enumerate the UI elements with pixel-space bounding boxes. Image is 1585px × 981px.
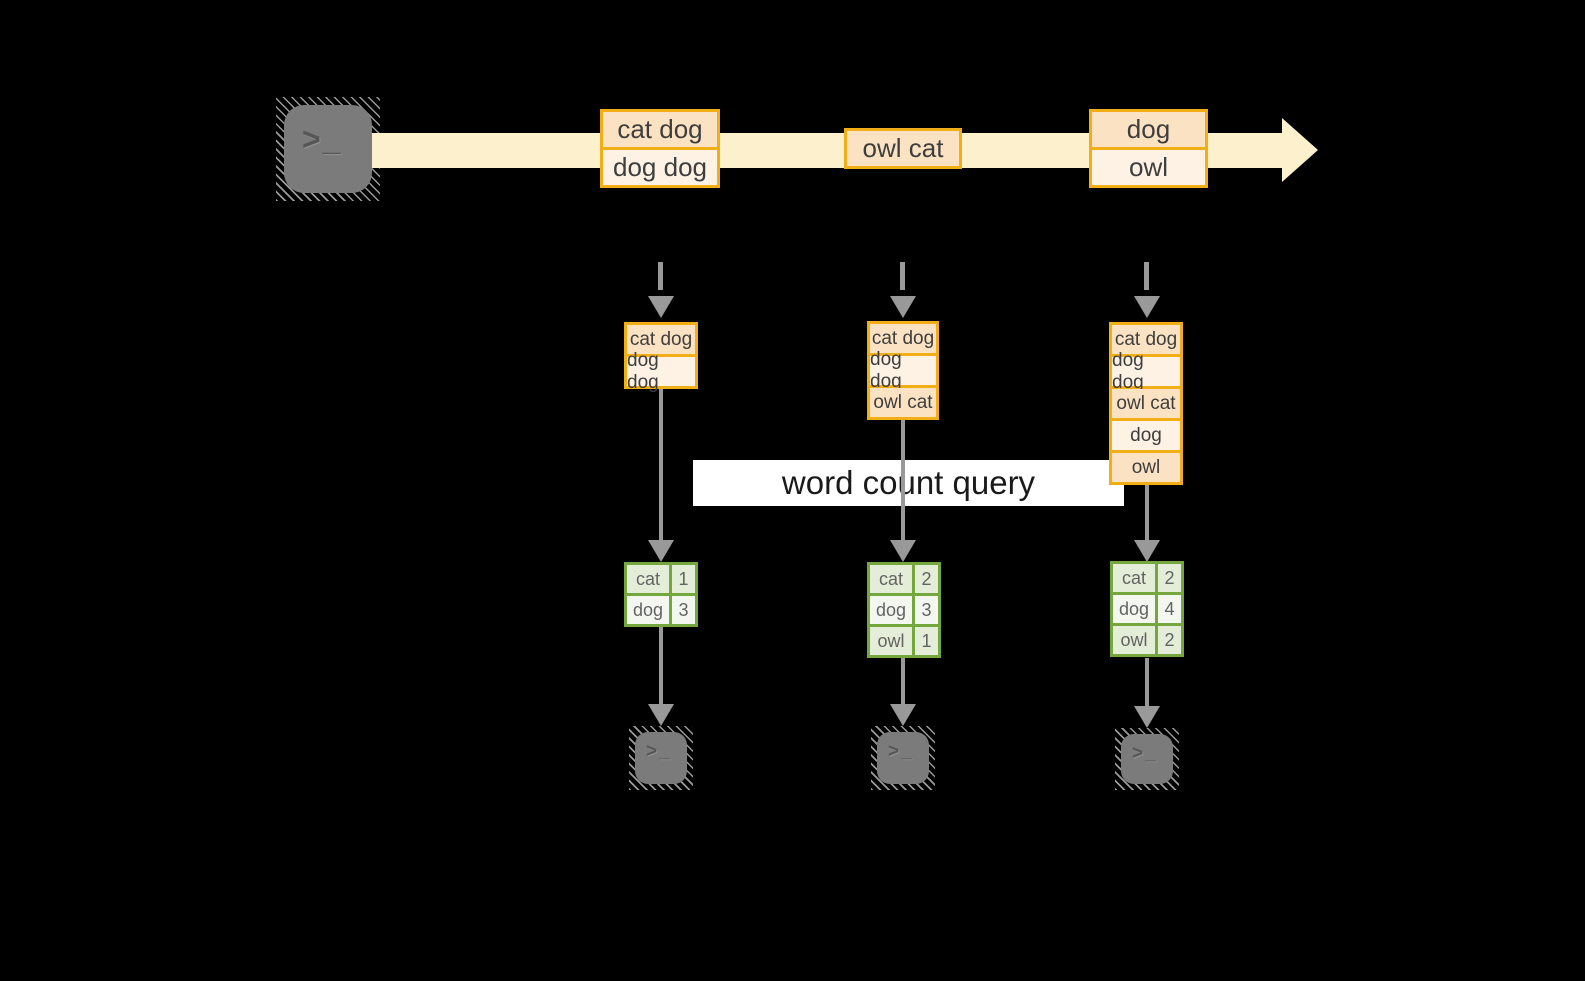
source-terminal-icon: >_ <box>276 97 380 201</box>
arrow-line <box>659 388 663 540</box>
state-stack-2: cat dog dog dog owl cat <box>867 321 939 420</box>
stream-event-1: cat dog dog dog <box>600 109 720 188</box>
count-value: 2 <box>1158 564 1181 592</box>
terminal-screen: >_ <box>635 732 687 784</box>
count-word: dog <box>627 596 669 624</box>
terminal-prompt-glyph: >_ <box>1132 743 1158 764</box>
state-stack-3: cat dog dog dog owl cat dog owl <box>1109 322 1183 485</box>
count-word: dog <box>870 596 912 624</box>
count-value: 2 <box>915 565 938 593</box>
terminal-screen: >_ <box>284 105 372 193</box>
count-word: owl <box>870 627 912 655</box>
dashed-arrow-line <box>900 262 905 290</box>
count-value: 2 <box>1158 626 1181 654</box>
count-table-1: cat 1 dog 3 <box>624 562 698 627</box>
count-word: cat <box>627 565 669 593</box>
sink-terminal-icon: >_ <box>1115 728 1179 790</box>
state-record: dog dog <box>627 350 695 393</box>
query-label: word count query <box>693 460 1124 506</box>
arrow-line <box>659 627 663 705</box>
count-word: cat <box>1113 564 1155 592</box>
event-record: cat dog <box>603 112 717 147</box>
sink-terminal-icon: >_ <box>871 726 935 790</box>
terminal-prompt-glyph: >_ <box>888 741 914 762</box>
arrow-line <box>1145 658 1149 707</box>
down-arrowhead-icon <box>890 704 916 726</box>
terminal-prompt-glyph: >_ <box>646 741 672 762</box>
state-record: owl <box>1112 453 1180 482</box>
arrow-line <box>1145 484 1149 540</box>
down-arrowhead-icon <box>1134 296 1160 318</box>
count-table-3: cat 2 dog 4 owl 2 <box>1110 561 1184 657</box>
count-value: 4 <box>1158 595 1181 623</box>
event-record: owl cat <box>847 131 959 166</box>
down-arrowhead-icon <box>890 540 916 562</box>
count-word: cat <box>870 565 912 593</box>
terminal-prompt-glyph: >_ <box>302 121 343 157</box>
event-record: dog <box>1092 112 1205 147</box>
count-table-2: cat 2 dog 3 owl 1 <box>867 562 941 658</box>
down-arrowhead-icon <box>648 704 674 726</box>
sink-terminal-icon: >_ <box>629 726 693 790</box>
down-arrowhead-icon <box>1134 540 1160 562</box>
count-value: 3 <box>915 596 938 624</box>
count-word: dog <box>1113 595 1155 623</box>
state-record: owl cat <box>870 388 936 417</box>
stream-event-2: owl cat <box>844 128 962 169</box>
arrow-line <box>901 658 905 705</box>
arrow-line <box>901 419 905 540</box>
dashed-arrow-line <box>1144 262 1149 290</box>
down-arrowhead-icon <box>890 296 916 318</box>
terminal-screen: >_ <box>1121 734 1173 784</box>
state-record: cat dog <box>870 324 936 353</box>
count-value: 3 <box>672 596 695 624</box>
state-record: cat dog <box>627 325 695 354</box>
dashed-arrow-line <box>658 262 663 290</box>
terminal-screen: >_ <box>877 732 929 784</box>
down-arrowhead-icon <box>1134 706 1160 728</box>
stream-event-3: dog owl <box>1089 109 1208 188</box>
event-record: dog dog <box>603 150 717 185</box>
state-record: cat dog <box>1112 325 1180 354</box>
state-record: dog dog <box>870 349 936 392</box>
event-record: owl <box>1092 150 1205 185</box>
down-arrowhead-icon <box>648 296 674 318</box>
stream-timeline-arrowhead-icon <box>1282 118 1318 182</box>
state-record: owl cat <box>1112 389 1180 418</box>
state-record: dog dog <box>1112 350 1180 393</box>
count-value: 1 <box>915 627 938 655</box>
down-arrowhead-icon <box>648 540 674 562</box>
count-word: owl <box>1113 626 1155 654</box>
state-stack-1: cat dog dog dog <box>624 322 698 393</box>
count-value: 1 <box>672 565 695 593</box>
state-record: dog <box>1112 421 1180 450</box>
